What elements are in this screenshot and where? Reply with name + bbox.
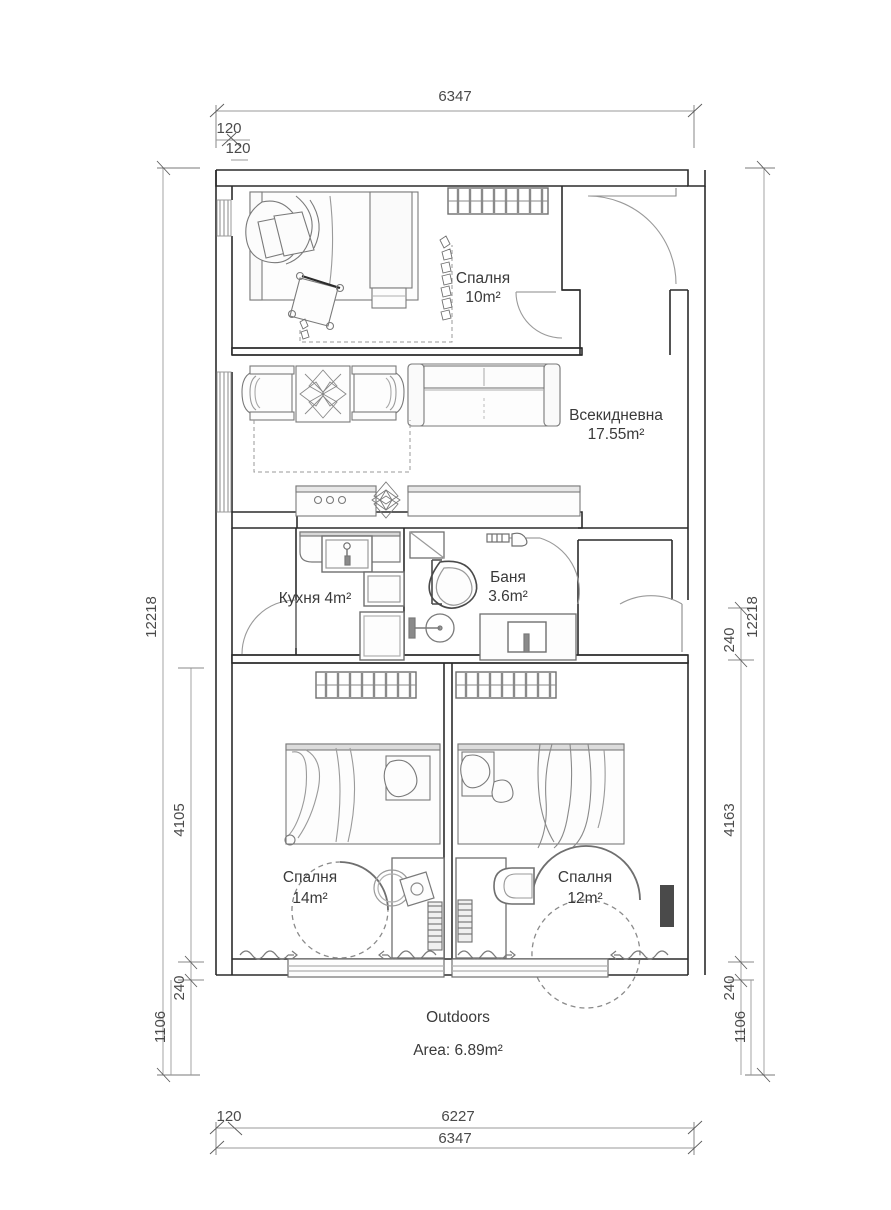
furniture-side-table-living (295, 365, 351, 423)
furniture-chair-top-bedroom (287, 271, 345, 331)
dimension-lines-bottom (209, 1120, 703, 1155)
radiator-right-wall (660, 885, 674, 927)
room-label-bedroom-top-area: 10m² (465, 289, 500, 306)
room-label-bedroom-top-name: Спалня (456, 270, 510, 287)
plant-top-bedroom (299, 235, 453, 340)
rug-bottom-right-bedroom (531, 845, 641, 1009)
plant-living-center (371, 481, 401, 519)
dim-right-4163: 4163 (721, 803, 738, 836)
dim-left-240: 240 (171, 975, 188, 1000)
dim-right-1106: 1106 (732, 1011, 749, 1043)
furniture-armchair-left (241, 365, 295, 421)
furniture-sofa-living (407, 363, 561, 427)
window-grille-top-bedroom (446, 186, 550, 216)
rug-top-bedroom (299, 245, 453, 343)
dim-left-4105: 4105 (171, 803, 188, 836)
room-label-living-name: Всекидневна (569, 407, 663, 424)
room-label-bedroom-bl-name: Спалня (283, 869, 337, 886)
room-label-kitchen: Кухня 4m² (279, 590, 351, 607)
furniture-desk-bottom-left (373, 857, 445, 959)
dim-top-overall: 6347 (438, 88, 471, 105)
dim-top-wall-2: 120 (225, 140, 250, 157)
dim-left-overall: 12218 (143, 596, 160, 638)
window-grille-bottom-left (314, 670, 418, 700)
room-label-bathroom-name: Баня (490, 569, 526, 586)
furniture-bed-bottom-right (457, 743, 625, 849)
dim-right-240-bottom: 240 (721, 975, 738, 1000)
door-kitchen (241, 599, 297, 655)
terrace-bottom (287, 958, 609, 978)
room-label-bedroom-bl-area: 14m² (292, 890, 327, 907)
rug-living (253, 420, 411, 473)
room-label-bedroom-br-area: 12m² (567, 890, 602, 907)
room-label-bathroom-area: 3.6m² (488, 588, 528, 605)
window-grille-bottom-right (454, 670, 558, 700)
airflow-arrows (239, 950, 669, 960)
dimension-lines-left (156, 160, 204, 1083)
outdoor-labels: Outdoors Area: 6.89m² (413, 1009, 503, 1059)
room-label-bedroom-br-name: Спалня (558, 869, 612, 886)
dim-bottom-wall: 120 (216, 1108, 241, 1125)
dim-top-wall-1: 120 (216, 120, 241, 137)
dim-left-1106: 1106 (152, 1011, 169, 1043)
dim-right-240-top: 240 (721, 627, 738, 652)
room-label-living-area: 17.55m² (588, 426, 645, 443)
dim-bottom-overall: 6347 (438, 1130, 471, 1147)
door-bedroom-bottom-right (619, 595, 683, 652)
dimension-labels: 6347 120 120 120 6227 6347 12218 4105 24… (143, 88, 761, 1147)
furniture-armchair-right (351, 365, 405, 421)
furniture-sideboard-living (295, 485, 581, 517)
window-left-upper (216, 199, 232, 237)
outdoors-area: Area: 6.89m² (413, 1042, 503, 1059)
furniture-chair-bottom-right (493, 867, 535, 905)
furniture-bathroom (408, 531, 577, 661)
door-entry (587, 188, 677, 285)
window-left-middle (216, 371, 232, 513)
furniture-bed-bottom-left (284, 743, 441, 846)
dim-right-overall: 12218 (744, 596, 761, 638)
door-bedroom-top (515, 291, 563, 339)
room-labels: Спалня 10m² Всекидневна 17.55m² Кухня 4m… (279, 270, 664, 907)
furniture-kitchen-counter (299, 531, 405, 661)
dim-bottom-inner: 6227 (441, 1108, 474, 1125)
dimension-lines-right (728, 160, 775, 1083)
dimension-lines-top (209, 103, 703, 161)
outdoors-label: Outdoors (426, 1009, 490, 1026)
